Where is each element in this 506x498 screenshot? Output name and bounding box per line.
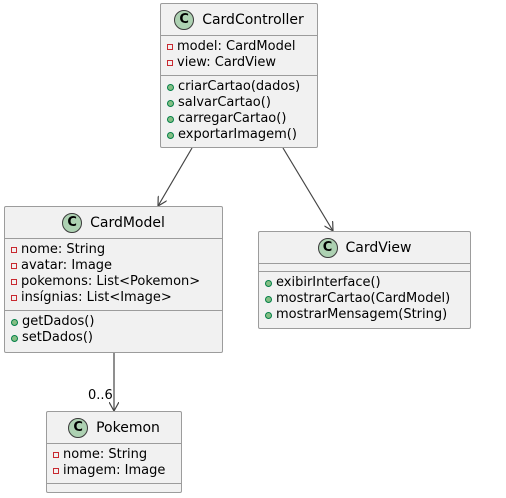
private-visibility-icon (11, 263, 17, 269)
class-pokemon[interactable]: C Pokemon nome: String imagem: Image (46, 411, 182, 493)
class-card-model[interactable]: C CardModel nome: String avatar: Image p… (4, 206, 223, 353)
class-card-view[interactable]: C CardView exibirInterface() mostrarCart… (258, 231, 471, 329)
attribute-row: pokemons: List<Pokemon> (11, 274, 216, 290)
class-header: C Pokemon (47, 412, 181, 444)
public-visibility-icon (167, 131, 174, 139)
class-name: CardView (345, 239, 412, 256)
multiplicity-label: 0..6 (88, 388, 113, 403)
attribute-row: insígnias: List<Image> (11, 290, 216, 306)
methods-section: criarCartao(dados) salvarCartao() carreg… (161, 76, 317, 147)
method-row: criarCartao(dados) (167, 79, 311, 95)
public-visibility-icon (167, 115, 174, 123)
attribute-row: nome: String (53, 447, 175, 463)
public-visibility-icon (265, 311, 272, 319)
class-card-controller[interactable]: C CardController model: CardModel view: … (160, 3, 318, 148)
method-row: exportarImagem() (167, 127, 311, 143)
methods-section: getDados() setDados() (5, 311, 222, 350)
public-visibility-icon (167, 99, 174, 107)
method-row: getDados() (11, 314, 216, 330)
private-visibility-icon (167, 44, 173, 50)
method-row: mostrarMensagem(String) (265, 307, 464, 323)
methods-section: exibirInterface() mostrarCartao(CardMode… (259, 272, 470, 327)
attribute-row: avatar: Image (11, 258, 216, 274)
attribute-row: model: CardModel (167, 39, 311, 55)
method-row: setDados() (11, 330, 216, 346)
private-visibility-icon (11, 279, 17, 285)
attributes-section: model: CardModel view: CardView (161, 36, 317, 76)
class-name: CardModel (90, 214, 165, 231)
arrow-controller-to-view (282, 147, 333, 231)
attributes-section (259, 264, 470, 272)
class-stereotype-icon: C (174, 9, 195, 30)
public-visibility-icon (11, 318, 18, 326)
private-visibility-icon (53, 452, 59, 458)
attribute-row: view: CardView (167, 55, 311, 71)
private-visibility-icon (167, 60, 173, 66)
class-stereotype-icon: C (68, 417, 89, 438)
attributes-section: nome: String avatar: Image pokemons: Lis… (5, 239, 222, 311)
method-row: salvarCartao() (167, 95, 311, 111)
attribute-row: imagem: Image (53, 463, 175, 479)
class-header: C CardView (259, 232, 470, 264)
public-visibility-icon (265, 279, 272, 287)
class-header: C CardModel (5, 207, 222, 239)
public-visibility-icon (167, 83, 174, 91)
public-visibility-icon (265, 295, 272, 303)
private-visibility-icon (53, 468, 59, 474)
attributes-section: nome: String imagem: Image (47, 444, 181, 484)
method-row: exibirInterface() (265, 275, 464, 291)
class-name: CardController (202, 11, 304, 28)
private-visibility-icon (11, 295, 17, 301)
class-name: Pokemon (96, 419, 160, 436)
method-row: carregarCartao() (167, 111, 311, 127)
class-stereotype-icon: C (317, 237, 338, 258)
arrow-controller-to-model (158, 147, 193, 206)
public-visibility-icon (11, 334, 18, 342)
method-row: mostrarCartao(CardModel) (265, 291, 464, 307)
attribute-row: nome: String (11, 242, 216, 258)
class-header: C CardController (161, 4, 317, 36)
class-stereotype-icon: C (62, 212, 83, 233)
private-visibility-icon (11, 247, 17, 253)
